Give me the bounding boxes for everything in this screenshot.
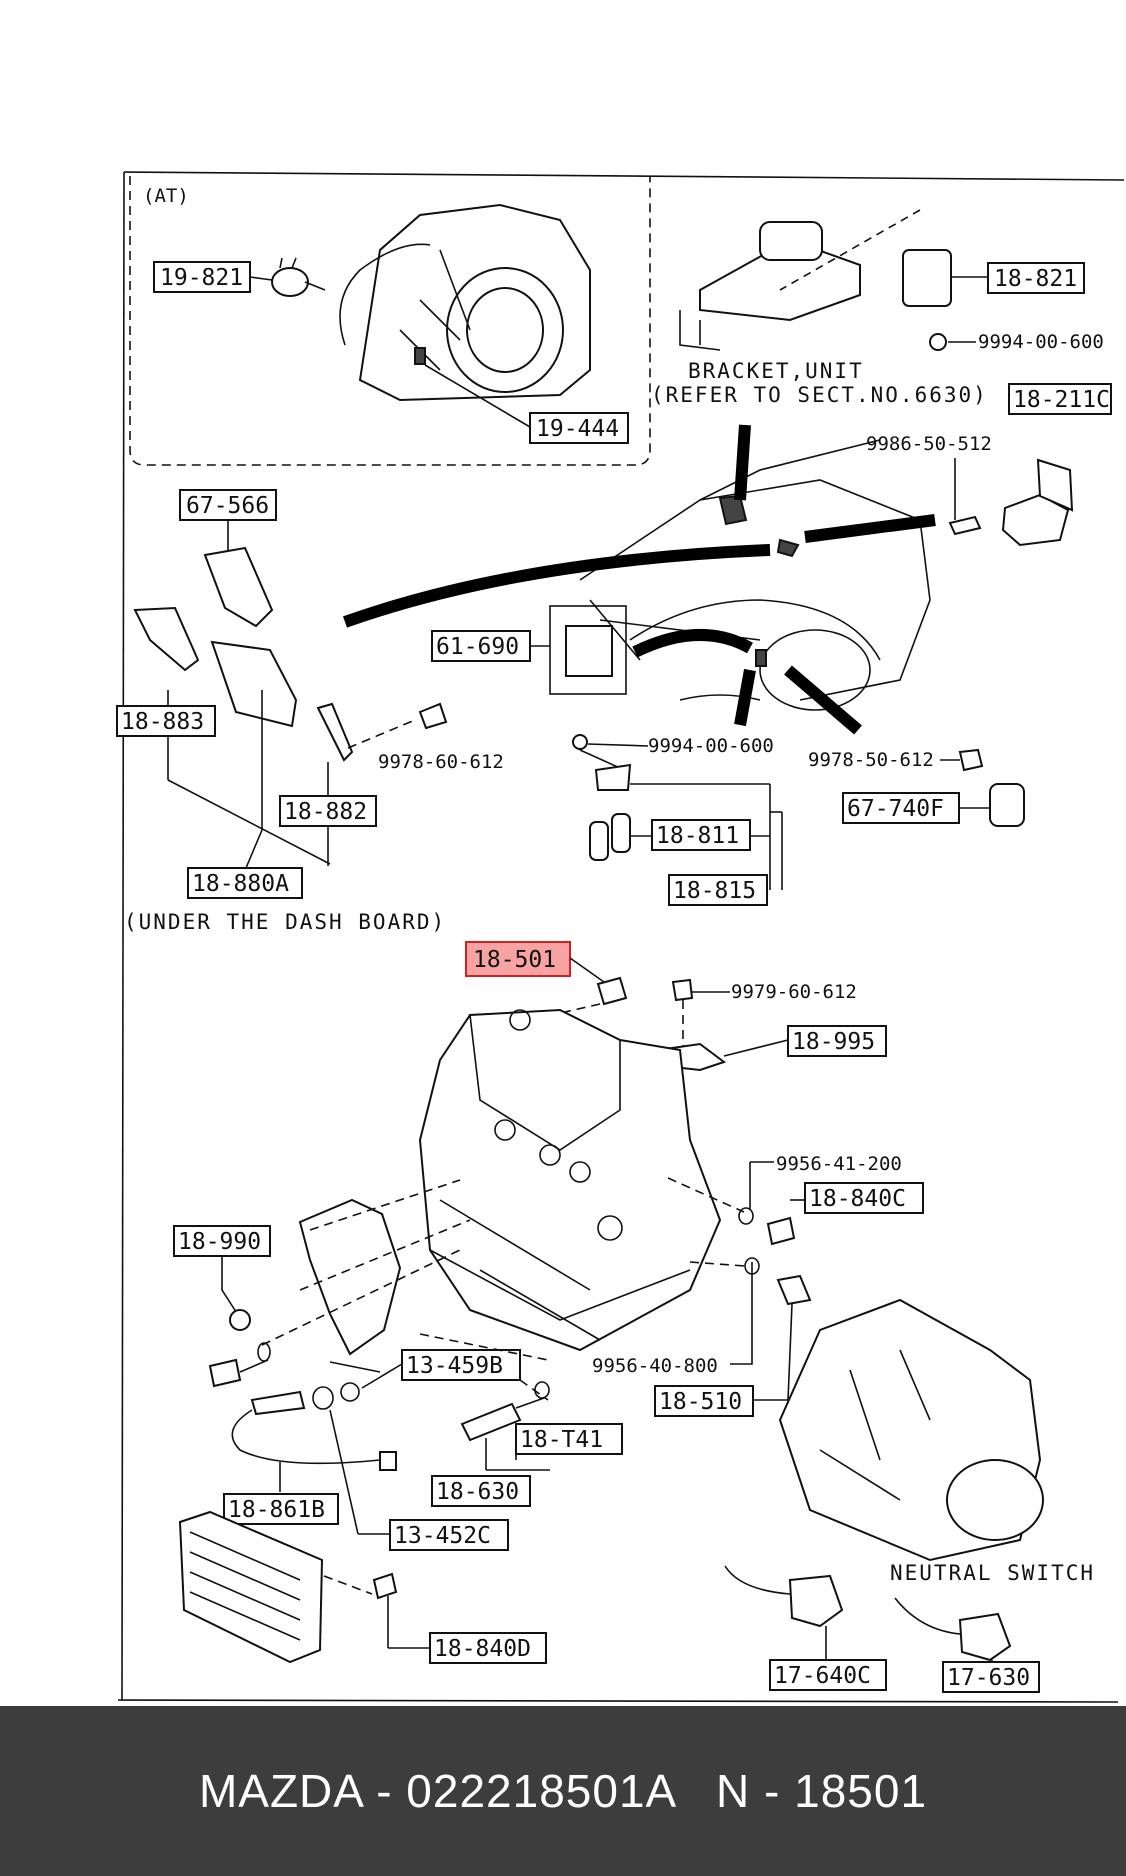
part-18-811-relay-b xyxy=(611,813,631,853)
part-18-211c-bracket xyxy=(1001,458,1074,547)
vehicle-illustration xyxy=(579,439,931,711)
callout-box-18-t41 xyxy=(515,1423,623,1455)
callout-17-640c: 17-640C xyxy=(774,1663,871,1689)
callout-9956-41-200: 9956-41-200 xyxy=(776,1153,902,1175)
callout-18-510: 18-510 xyxy=(659,1389,742,1415)
callout-18-995: 18-995 xyxy=(792,1029,875,1055)
part-18-821-relay xyxy=(902,249,952,307)
under-dash-note: (UNDER THE DASH BOARD) xyxy=(124,910,446,934)
callout-box-18-821 xyxy=(987,262,1085,294)
part-61-690-module xyxy=(565,625,613,677)
bracket-note-line2: (REFER TO SECT.NO.6630) xyxy=(651,383,988,407)
radiator-illustration xyxy=(178,1510,324,1664)
callout-9956-40-800: 9956-40-800 xyxy=(592,1355,718,1377)
callout-18-630: 18-630 xyxy=(436,1479,519,1505)
callout-18-821: 18-821 xyxy=(994,266,1077,292)
callout-box-18-882 xyxy=(279,795,377,827)
callout-61-690: 61-690 xyxy=(436,634,519,660)
callout-box-18-501-highlighted xyxy=(465,941,571,977)
callout-18-882: 18-882 xyxy=(284,799,367,825)
part-17-640c-switch xyxy=(788,1574,844,1628)
neutral-switch-note: NEUTRAL SWITCH xyxy=(890,1561,1095,1585)
part-18-630-sensor xyxy=(460,1402,522,1442)
callout-9994-00-600-b: 9994-00-600 xyxy=(648,735,774,757)
callout-9994-00-600-a: 9994-00-600 xyxy=(978,331,1104,353)
callout-box-18-880a xyxy=(187,867,303,899)
callout-9978-50-612: 9978-50-612 xyxy=(808,749,934,771)
part-18-811-relay-a xyxy=(589,821,609,861)
callout-18-211c: 18-211C xyxy=(1013,387,1110,413)
callout-box-18-815 xyxy=(668,874,768,906)
part-relay-bracket xyxy=(594,763,632,791)
callout-19-444: 19-444 xyxy=(536,416,619,442)
callout-box-17-640c xyxy=(769,1659,887,1691)
callout-9979-60-612: 9979-60-612 xyxy=(731,981,857,1003)
callout-box-18-510 xyxy=(654,1385,754,1417)
bracket-note-line1: BRACKET,UNIT xyxy=(688,359,864,383)
part-67-566-cover xyxy=(203,546,274,628)
callout-67-566: 67-566 xyxy=(186,493,269,519)
part-18-880a-unit xyxy=(210,640,298,728)
callout-9986-50-512: 9986-50-512 xyxy=(866,433,992,455)
callout-box-18-211c xyxy=(1008,383,1112,415)
part-18-882-bracket xyxy=(316,702,354,762)
callout-box-18-883 xyxy=(116,705,216,737)
callout-18-811: 18-811 xyxy=(656,823,739,849)
callout-18-990: 18-990 xyxy=(178,1229,261,1255)
callout-18-840d: 18-840D xyxy=(434,1636,531,1662)
part-18-501-sensor xyxy=(596,976,628,1006)
callout-box-18-840d xyxy=(429,1632,547,1664)
part-17-630-switch xyxy=(958,1612,1012,1662)
part-number-footer: MAZDA - 022218501A N - 18501 xyxy=(0,1706,1126,1876)
callout-17-630: 17-630 xyxy=(947,1665,1030,1691)
callout-box-67-566 xyxy=(179,489,277,521)
part-18-883-bracket xyxy=(133,606,200,672)
callout-box-17-630 xyxy=(942,1661,1040,1693)
callout-box-19-821 xyxy=(153,261,251,293)
callout-box-13-452c xyxy=(389,1519,509,1551)
callout-13-452c: 13-452C xyxy=(394,1523,491,1549)
callout-box-18-811 xyxy=(651,819,751,851)
part-18-840c-sensor xyxy=(766,1216,796,1246)
callout-box-18-630 xyxy=(431,1475,531,1507)
callout-18-840c: 18-840C xyxy=(809,1186,906,1212)
callout-18-880a: 18-880A xyxy=(192,871,289,897)
callout-box-18-861b xyxy=(223,1493,339,1525)
callout-67-740f: 67-740F xyxy=(847,796,944,822)
at-section-label: (AT) xyxy=(143,185,189,207)
parts-diagram: (AT) 19-821 19-444 BRACKET,UNIT (REFER T… xyxy=(116,171,1125,1703)
callout-19-821: 19-821 xyxy=(160,265,243,291)
callout-18-883: 18-883 xyxy=(121,709,204,735)
connector-icon xyxy=(379,1451,397,1471)
bracket-unit-illustration xyxy=(679,209,921,351)
part-67-740f-sensor xyxy=(989,783,1025,827)
automatic-transmission-illustration xyxy=(339,203,591,402)
callout-18-501: 18-501 xyxy=(473,947,556,973)
exhaust-manifold-illustration xyxy=(298,1198,402,1356)
callout-box-67-740f xyxy=(842,792,960,824)
part-19-821-sensor xyxy=(271,257,326,297)
callout-box-19-444 xyxy=(529,412,629,444)
part-18-861b-sensor xyxy=(250,1390,306,1416)
callout-box-18-995 xyxy=(787,1025,887,1057)
callout-box-13-459b xyxy=(401,1349,521,1381)
engine-block-illustration xyxy=(418,1008,722,1352)
part-18-840d-switch xyxy=(372,1572,398,1600)
part-18-510-switch xyxy=(776,1274,812,1306)
manual-transmission-illustration xyxy=(778,1298,1044,1562)
footer-text: MAZDA - 022218501A N - 18501 xyxy=(198,1765,928,1817)
callout-9978-60-612: 9978-60-612 xyxy=(378,751,504,773)
callout-18-815: 18-815 xyxy=(673,878,756,904)
callout-13-459b: 13-459B xyxy=(406,1353,503,1379)
callout-18-861b: 18-861B xyxy=(228,1497,325,1523)
callout-18-t41: 18-T41 xyxy=(520,1427,603,1453)
callout-box-18-840c xyxy=(804,1182,924,1214)
